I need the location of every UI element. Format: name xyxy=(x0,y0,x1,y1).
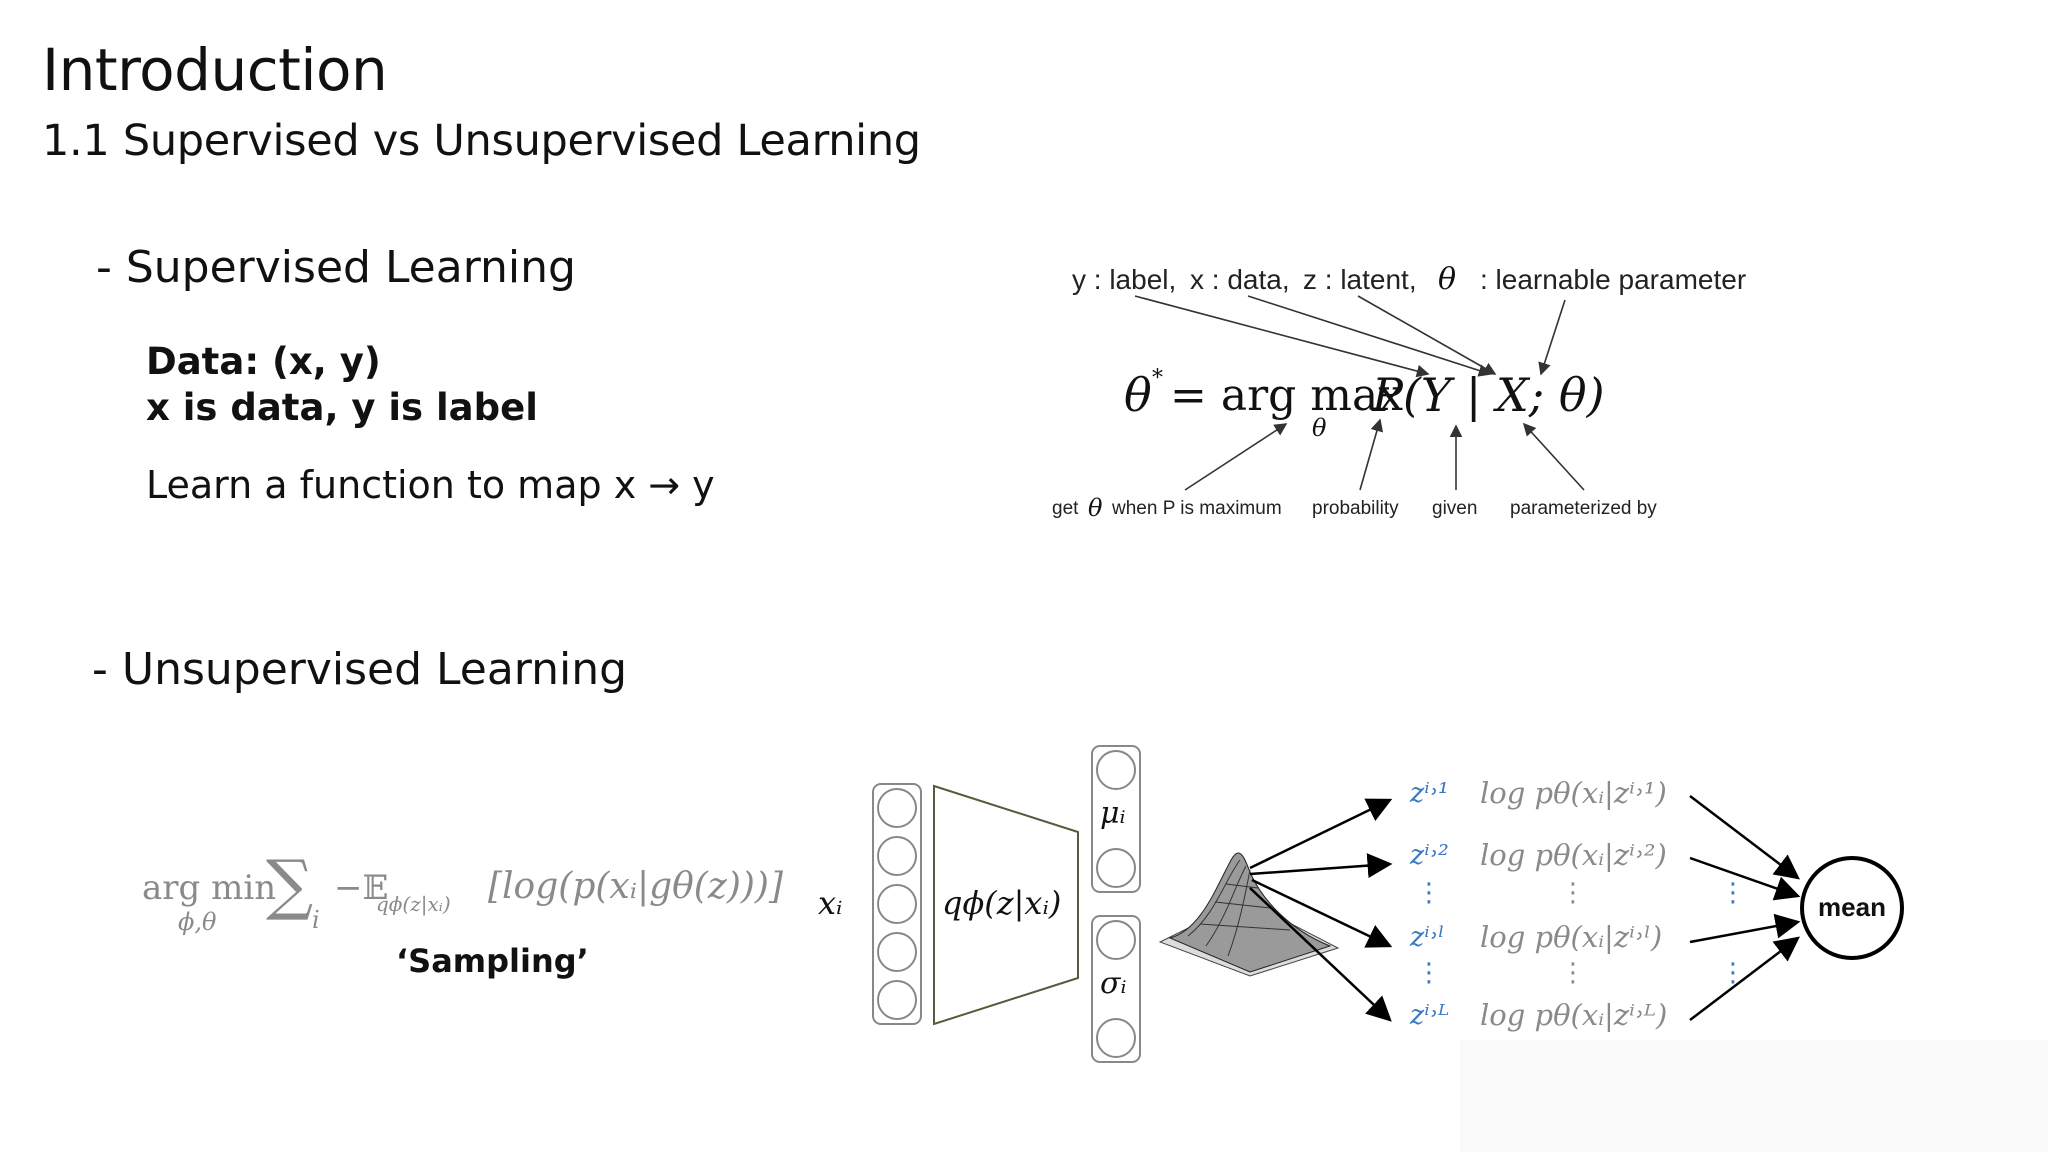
mu-node xyxy=(1096,750,1136,790)
objective-argmin-sub: ϕ,θ xyxy=(178,908,217,936)
mle-eq-theta: θ xyxy=(1124,368,1152,422)
sigma-node xyxy=(1096,1018,1136,1058)
mle-bottom-given: given xyxy=(1432,498,1478,519)
vdots: ⋮ xyxy=(1560,958,1586,988)
gaussian-surface-image xyxy=(1158,852,1340,977)
sampling-label: ‘Sampling’ xyxy=(396,942,589,980)
mle-eq-star: * xyxy=(1152,366,1163,391)
vae-sigma-label: σᵢ xyxy=(1100,966,1127,1001)
sample-arrow xyxy=(1249,887,1392,1022)
vdots: ⋮ xyxy=(1416,878,1442,908)
mean-label: mean xyxy=(1818,892,1886,922)
background-panel xyxy=(1460,1040,2048,1152)
mean-arrow xyxy=(1689,795,1800,880)
vdots: ⋮ xyxy=(1416,958,1442,988)
sample-z: zⁱ˒ˡ xyxy=(1410,922,1445,953)
sample-logp: log pθ(xᵢ|zⁱ˒²) xyxy=(1480,838,1667,872)
mle-arrow-argmax xyxy=(1184,423,1288,491)
mean-node xyxy=(1800,856,1904,960)
vdots: ⋮ xyxy=(1720,878,1746,908)
supervised-function-text: Learn a function to map x → y xyxy=(146,463,715,507)
vae-input-label: xᵢ xyxy=(818,884,843,922)
supervised-data-line2: x is data, y is label xyxy=(146,386,538,429)
objective-sum: ∑ xyxy=(266,846,314,923)
vdots: ⋮ xyxy=(1720,958,1746,988)
mean-arrow xyxy=(1689,913,1801,944)
input-node xyxy=(877,788,917,828)
mean-arrow xyxy=(1689,936,1800,1021)
mle-arrow-theta xyxy=(1538,299,1566,376)
vdots: ⋮ xyxy=(1560,878,1586,908)
sample-arrow xyxy=(1249,853,1393,879)
sample-arrow xyxy=(1249,798,1393,870)
sample-z: zⁱ˒¹ xyxy=(1410,778,1449,809)
unsupervised-heading: - Unsupervised Learning xyxy=(92,644,628,695)
mle-bottom-probability: probability xyxy=(1312,498,1399,519)
mle-eq-sub: θ xyxy=(1312,414,1327,442)
mle-bottom-param: parameterized by xyxy=(1510,498,1657,519)
input-node xyxy=(877,836,917,876)
objective-sum-sub: i xyxy=(312,906,320,934)
mle-label-z: z : latent, xyxy=(1303,264,1417,295)
sample-z: zⁱ˒² xyxy=(1410,840,1449,871)
mle-label-y: y : label, xyxy=(1072,264,1177,295)
input-layer-box xyxy=(872,783,922,1025)
sample-logp: log pθ(xᵢ|zⁱ˒ᴸ) xyxy=(1480,998,1668,1032)
mu-box xyxy=(1091,745,1141,893)
sigma-node xyxy=(1096,920,1136,960)
sample-arrow xyxy=(1251,878,1393,948)
sigma-box xyxy=(1091,915,1141,1063)
mle-arrow-y xyxy=(1134,295,1430,378)
mle-arrow-x xyxy=(1247,295,1492,377)
sample-z: zⁱ˒ᴸ xyxy=(1410,1000,1450,1031)
mean-arrow xyxy=(1689,856,1801,901)
mle-eq-rhs: P(Y | X; θ) xyxy=(1372,368,1605,422)
input-node xyxy=(877,884,917,924)
mle-bottom-theta: θ xyxy=(1088,494,1103,522)
mle-arrow-probability xyxy=(1359,418,1384,491)
mle-label-theta-symbol: θ xyxy=(1438,262,1457,297)
section-subtitle: 1.1 Supervised vs Unsupervised Learning xyxy=(42,116,921,166)
mle-bottom-get: get xyxy=(1052,498,1079,519)
vae-encoder-label: qϕ(z|xᵢ) xyxy=(942,884,1062,922)
sample-logp: log pθ(xᵢ|zⁱ˒ˡ) xyxy=(1480,920,1663,954)
input-node xyxy=(877,932,917,972)
encoder-trapezoid xyxy=(933,784,1079,1026)
supervised-heading: - Supervised Learning xyxy=(96,242,576,293)
mle-bottom-get-rest: when P is maximum xyxy=(1112,498,1282,519)
mle-eq-argmax: = arg max xyxy=(1170,370,1404,421)
objective-q-sub: qϕ(z|xᵢ) xyxy=(376,892,451,916)
supervised-data-line1: Data: (x, y) xyxy=(146,340,381,383)
page-title: Introduction xyxy=(42,36,388,104)
objective-log: [log(p(xᵢ|gθ(z)))] xyxy=(488,866,783,907)
objective-expectation: −𝔼 xyxy=(334,868,389,908)
sample-logp: log pθ(xᵢ|zⁱ˒¹) xyxy=(1480,776,1667,810)
mu-node xyxy=(1096,848,1136,888)
mle-arrow-param xyxy=(1522,422,1585,491)
objective-argmin: arg min xyxy=(142,868,277,908)
input-node xyxy=(877,980,917,1020)
mle-label-x: x : data, xyxy=(1190,264,1290,295)
mle-label-theta: : learnable parameter xyxy=(1480,264,1747,295)
mle-arrow-z xyxy=(1357,295,1497,375)
vae-mu-label: μᵢ xyxy=(1100,796,1126,831)
